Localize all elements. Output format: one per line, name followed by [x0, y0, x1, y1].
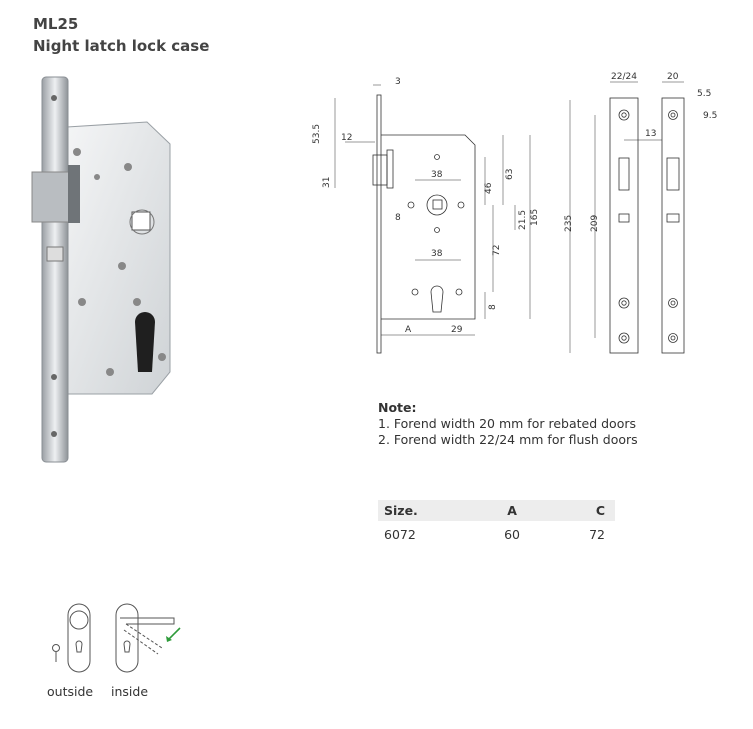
product-name: Night latch lock case	[33, 37, 210, 55]
dim-A: A	[405, 325, 412, 335]
table-row: 6072 60 72	[378, 521, 615, 547]
dim-8-diag: 8	[395, 213, 401, 223]
outside-label: outside	[47, 684, 94, 699]
rotation-arrow-icon	[167, 627, 181, 641]
dim-12: 12	[341, 133, 352, 143]
cell-a: 60	[504, 526, 521, 542]
note-heading: Note:	[378, 400, 417, 415]
spec-table-header: Size. A C	[378, 500, 615, 521]
dim-209: 209	[590, 215, 600, 232]
dim-20: 20	[667, 72, 679, 82]
dim-46: 46	[484, 182, 494, 194]
dim-5-5: 5.5	[697, 89, 711, 99]
note-item-2: 2. Forend width 22/24 mm for flush doors	[378, 432, 638, 447]
col-size: Size.	[378, 500, 481, 521]
dim-31: 31	[322, 177, 332, 188]
outside-plate-icon	[67, 603, 91, 673]
cell-c: 72	[589, 526, 605, 542]
cell-size: 6072	[384, 526, 416, 542]
inside-label: inside	[111, 684, 149, 699]
dim-9-5: 9.5	[703, 111, 717, 121]
dim-8-bottom: 8	[488, 304, 498, 310]
dim-63: 63	[505, 169, 515, 180]
dim-13: 13	[645, 129, 656, 139]
dim-38-top: 38	[431, 170, 443, 180]
product-model: ML25	[33, 15, 79, 33]
lock-case-photo	[31, 76, 171, 463]
col-c: C	[543, 500, 615, 521]
dim-29: 29	[451, 325, 463, 335]
handle-icons	[52, 603, 181, 673]
dim-21-5: 21.5	[518, 210, 528, 230]
technical-drawing: 3 53.5 12 31 38 46 63 8 21.5 165 72 38 8…	[312, 72, 717, 354]
dim-38-bottom: 38	[431, 249, 443, 259]
dim-53-5: 53.5	[312, 124, 322, 144]
spec-table: Size. A C 6072 60 72	[378, 500, 615, 547]
col-a: A	[480, 500, 544, 521]
dim-22-24: 22/24	[611, 72, 637, 82]
inside-plate-icon	[115, 603, 139, 673]
dim-235: 235	[564, 215, 574, 232]
note-block: Note: 1. Forend width 20 mm for rebated …	[378, 400, 638, 448]
dim-165: 165	[530, 209, 540, 226]
note-item-1: 1. Forend width 20 mm for rebated doors	[378, 416, 637, 431]
dim-3: 3	[395, 77, 401, 87]
dim-72: 72	[492, 245, 502, 256]
